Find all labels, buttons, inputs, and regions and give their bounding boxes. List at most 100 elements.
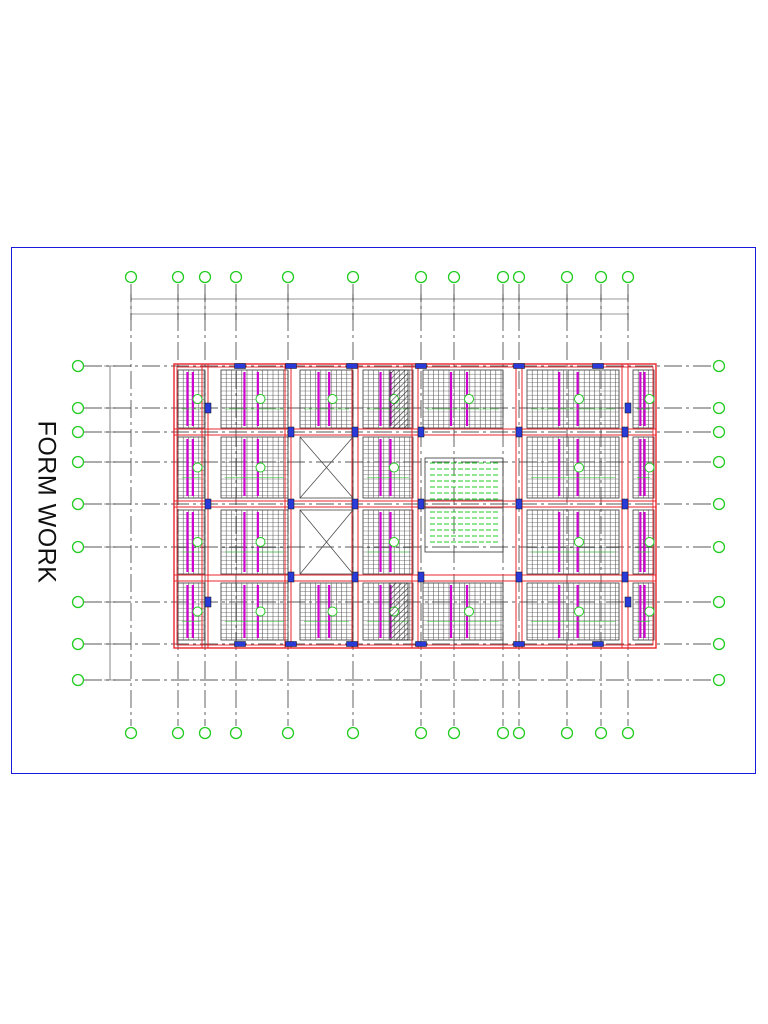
column [624,402,632,414]
formwork-panel [362,582,414,641]
panel-tag-bubble [464,394,474,404]
column [234,363,246,369]
void-opening [299,436,354,499]
column [204,596,212,608]
formwork-panel [526,582,620,641]
grid-bubble-top [560,270,574,284]
column [513,641,525,647]
formwork-panel [362,369,414,429]
panel-tag-bubble [644,462,655,473]
panel-tag-bubble [327,606,338,617]
grid-bubble-right [712,637,726,651]
column [287,426,295,438]
grid-bubble-left [71,497,85,511]
grid-bubble-top [171,270,185,284]
column [621,571,629,583]
grid-bubble-left [71,673,85,687]
void-cross-line [299,509,354,575]
formwork-panel [177,509,206,575]
column [621,498,629,510]
columns [204,363,632,647]
grid-bubble-top [414,270,428,284]
grid-bubble-top [124,270,138,284]
panel-tag-bubble [192,537,203,547]
grid-bubble-bottom [512,726,526,740]
dimension-lines [104,294,629,681]
grid-bubble-left [71,455,85,469]
panel-tag-bubble [255,537,266,547]
formwork-panel [220,436,289,499]
column [417,426,425,438]
panel-tag-bubble [255,394,266,404]
panel-tag-bubble [192,462,203,473]
panel-tag-bubble [644,606,655,617]
formwork-panel [422,582,504,641]
column [287,571,295,583]
grid-bubble-top [229,270,243,284]
grid-bubble-top [281,270,295,284]
formwork-panel [362,509,414,575]
formwork-panel [526,436,620,499]
formwork-panel [526,369,620,429]
formwork-panel [220,369,289,429]
formwork-panel [299,369,354,429]
stair-well [424,457,504,553]
grid-bubble-bottom [124,726,138,740]
drawing-sheet-border [11,247,756,774]
grid-axes [84,284,712,726]
column [204,498,212,510]
column [592,363,604,369]
grid-bubble-left [71,595,85,609]
grid-bubble-top [594,270,608,284]
grid-bubble-top [496,270,510,284]
column [285,641,297,647]
grid-bubble-bottom [229,726,243,740]
grid-bubble-top [512,270,526,284]
grid-bubble-bottom [414,726,428,740]
stair-landing [424,499,504,509]
column [624,596,632,608]
grid-bubble-left [71,540,85,554]
grid-bubble-left [71,425,85,439]
grid-bubble-top [621,270,635,284]
panel-tag-bubble [574,537,584,547]
formwork-panel [177,369,206,429]
panel-tag-bubble [327,394,338,404]
formwork-panel [220,509,289,575]
column [351,498,359,510]
grid-bubble-bottom [346,726,360,740]
column [351,426,359,438]
panel-tag-bubble [389,462,399,473]
column [592,641,604,647]
grid-bubble-right [712,425,726,439]
column [415,363,427,369]
column [513,363,525,369]
void-opening [299,509,354,575]
formwork-panel [362,436,414,499]
grid-bubble-bottom [198,726,212,740]
column [204,402,212,414]
column [234,641,246,647]
hatched-shaft [389,582,409,641]
panel-tag-bubble [255,606,266,617]
panel-tag-bubble [574,462,584,473]
panel-tag-bubble [192,394,203,404]
column [515,426,523,438]
panel-tag-bubble [389,537,399,547]
panel-tag-bubble [644,394,655,404]
formwork-panels [177,369,655,641]
column [285,363,297,369]
panel-tag-bubble [464,606,474,617]
column [621,426,629,438]
column [346,641,358,647]
column [346,363,358,369]
grid-bubble-left [71,359,85,373]
special-areas [299,369,504,641]
formwork-panel [422,369,504,429]
grid-bubble-right [712,497,726,511]
column [415,641,427,647]
grid-bubble-right [712,359,726,373]
column [287,498,295,510]
formwork-panel [526,509,620,575]
grid-bubble-right [712,673,726,687]
